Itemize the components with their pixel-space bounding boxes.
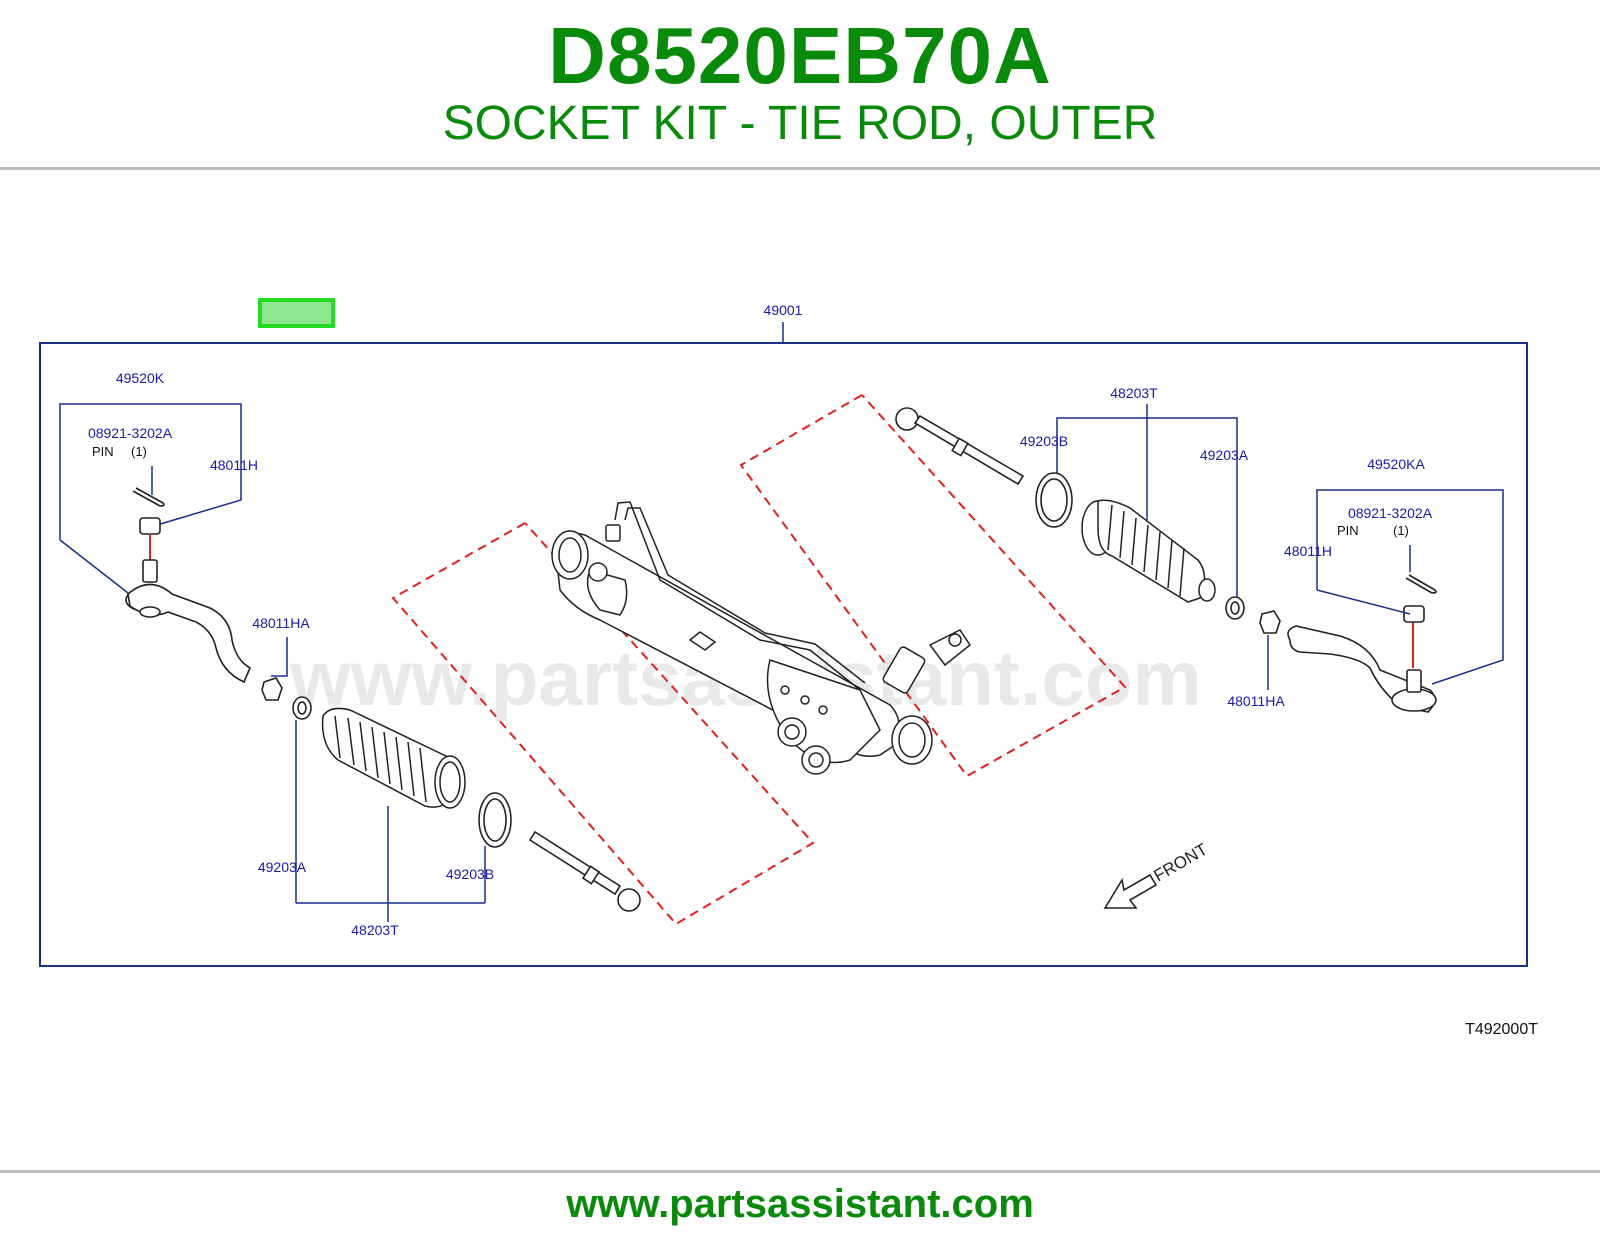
label-48011H-right[interactable]: 48011H <box>1284 543 1332 559</box>
dashed-outline-left <box>391 522 815 926</box>
part-number: D8520EB70A <box>548 11 1052 100</box>
front-arrow-icon <box>1103 873 1158 909</box>
pin-note-right: PIN <box>1337 523 1359 538</box>
boot-right-icon <box>1081 499 1216 603</box>
inner-tie-rod-right-icon <box>895 407 1025 486</box>
label-49203A-left[interactable]: 49203A <box>258 859 307 875</box>
clamp-large-left-icon <box>478 792 512 848</box>
tie-rod-end-left-icon <box>125 559 252 684</box>
label-pin-left[interactable]: 08921-3202A <box>88 425 173 441</box>
clamp-small-right-icon <box>1225 596 1245 620</box>
steering-rack-icon <box>551 501 972 775</box>
highlight-marker[interactable] <box>258 298 335 328</box>
boot-left-icon <box>321 707 466 809</box>
label-48203T-right[interactable]: 48203T <box>1110 385 1158 401</box>
clamp-large-right-icon <box>1035 472 1073 528</box>
hex-nut-icon <box>261 677 283 701</box>
label-48203T-left[interactable]: 48203T <box>351 922 399 938</box>
label-48011HA-right[interactable]: 48011HA <box>1227 693 1285 709</box>
clamp-small-left-icon <box>292 696 312 720</box>
label-pin-right[interactable]: 08921-3202A <box>1348 505 1433 521</box>
label-48011HA-left[interactable]: 48011HA <box>252 615 310 631</box>
nut-icon <box>139 517 161 535</box>
dashed-outline-right <box>739 394 1127 778</box>
pin-qty-left: (1) <box>131 444 147 459</box>
label-48011H-left[interactable]: 48011H <box>210 457 258 473</box>
cotter-pin-icon <box>132 487 165 507</box>
hex-nut-right-icon <box>1259 610 1281 634</box>
header-divider <box>0 167 1600 170</box>
tie-rod-end-right-icon <box>1287 625 1437 713</box>
label-49001[interactable]: 49001 <box>764 302 803 318</box>
nut-right-icon <box>1403 605 1425 623</box>
footer-url[interactable]: www.partsassistant.com <box>566 1182 1034 1226</box>
label-49203B-left[interactable]: 49203B <box>446 866 494 882</box>
label-49520KA[interactable]: 49520KA <box>1367 456 1425 472</box>
part-description: SOCKET KIT - TIE ROD, OUTER <box>442 97 1158 150</box>
pin-qty-right: (1) <box>1393 523 1409 538</box>
inner-tie-rod-left-icon <box>528 830 641 912</box>
label-49203B-right[interactable]: 49203B <box>1020 433 1068 449</box>
pin-note-left: PIN <box>92 444 114 459</box>
diagram-reference: T492000T <box>1465 1021 1538 1038</box>
footer-divider <box>0 1170 1600 1173</box>
cotter-pin-right-icon <box>1405 574 1437 594</box>
label-49203A-right[interactable]: 49203A <box>1200 447 1249 463</box>
front-label: FRONT <box>1151 840 1211 886</box>
label-49520K[interactable]: 49520K <box>116 370 165 386</box>
